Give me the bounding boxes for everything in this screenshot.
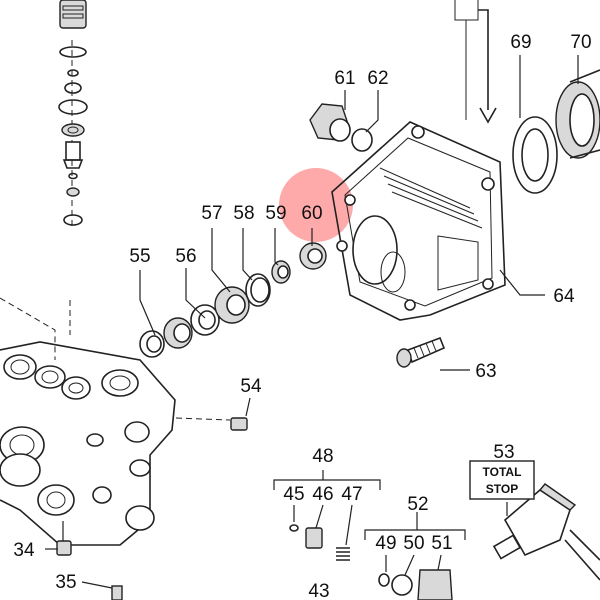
small-parts xyxy=(56,417,453,600)
callout-48: 48 xyxy=(312,446,333,467)
rear-seals xyxy=(512,69,600,194)
plug xyxy=(309,103,373,152)
callout-50: 50 xyxy=(403,533,424,554)
total-stop-line2: STOP xyxy=(486,482,518,496)
seal-stack xyxy=(139,242,327,358)
callout-47: 47 xyxy=(341,484,362,505)
callout-53: 53 xyxy=(493,442,514,463)
manifold-housing xyxy=(0,297,231,546)
callout-59: 59 xyxy=(265,203,286,224)
shaft-guide-arrow xyxy=(454,0,497,124)
valve-stack xyxy=(58,0,88,230)
callout-34: 34 xyxy=(13,540,35,561)
callout-57: 57 xyxy=(201,203,222,224)
callout-45: 45 xyxy=(283,484,304,505)
highlight-marker xyxy=(279,168,353,242)
callout-63: 63 xyxy=(475,361,496,382)
callout-49: 49 xyxy=(375,533,396,554)
callout-62: 62 xyxy=(367,68,388,89)
total-stop-line1: TOTAL xyxy=(483,465,522,479)
callout-56: 56 xyxy=(175,246,196,267)
callout-60: 60 xyxy=(301,203,322,224)
callout-61: 61 xyxy=(334,68,355,89)
callout-46: 46 xyxy=(312,484,333,505)
bolt xyxy=(396,336,446,368)
crankcase xyxy=(331,121,506,321)
callout-58: 58 xyxy=(233,203,254,224)
callout-52: 52 xyxy=(407,494,428,515)
leader-lines xyxy=(45,55,579,589)
callout-55: 55 xyxy=(129,246,150,267)
pressure-switch xyxy=(492,483,600,581)
callout-43: 43 xyxy=(308,581,329,600)
callout-70: 70 xyxy=(570,32,591,53)
callout-54: 54 xyxy=(240,376,262,397)
callout-numbers: 61 62 69 70 57 58 59 60 55 56 64 63 54 4… xyxy=(13,32,591,600)
callout-69: 69 xyxy=(510,32,531,53)
callout-51: 51 xyxy=(431,533,452,554)
callout-35: 35 xyxy=(55,572,76,593)
callout-64: 64 xyxy=(553,286,575,307)
total-stop-label-box: TOTAL STOP xyxy=(469,460,535,500)
